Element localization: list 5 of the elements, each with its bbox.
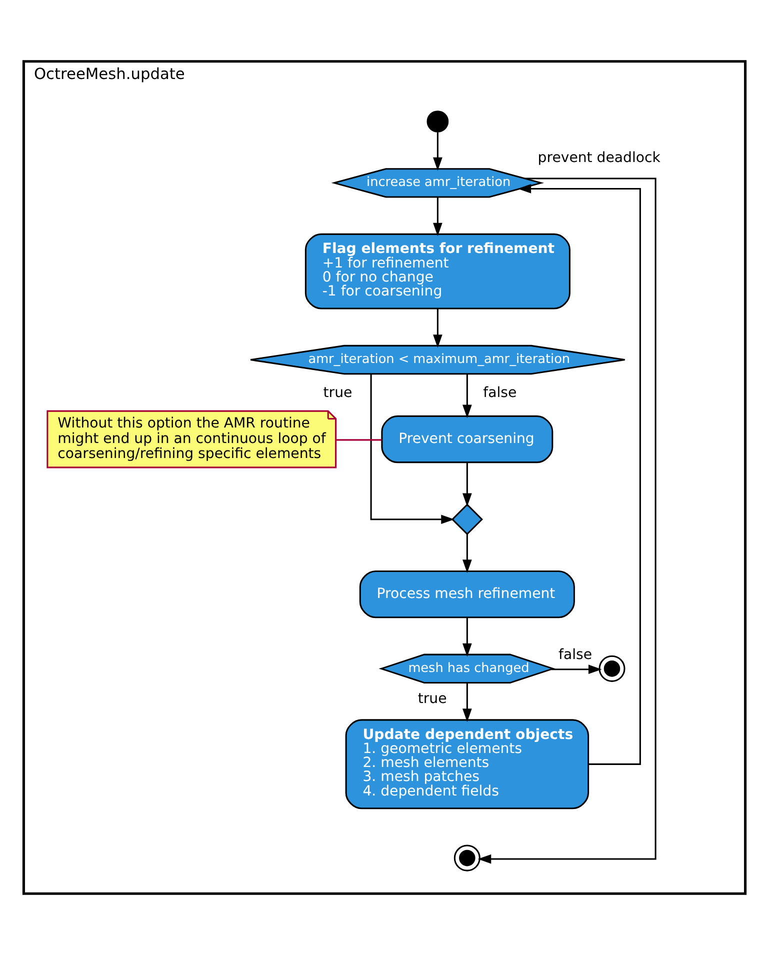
edge-label: false	[558, 646, 592, 662]
edge-label: false	[483, 384, 517, 400]
edge-label: true	[418, 690, 447, 707]
edge-label: true	[323, 384, 352, 400]
edge-label: prevent deadlock	[538, 150, 660, 166]
